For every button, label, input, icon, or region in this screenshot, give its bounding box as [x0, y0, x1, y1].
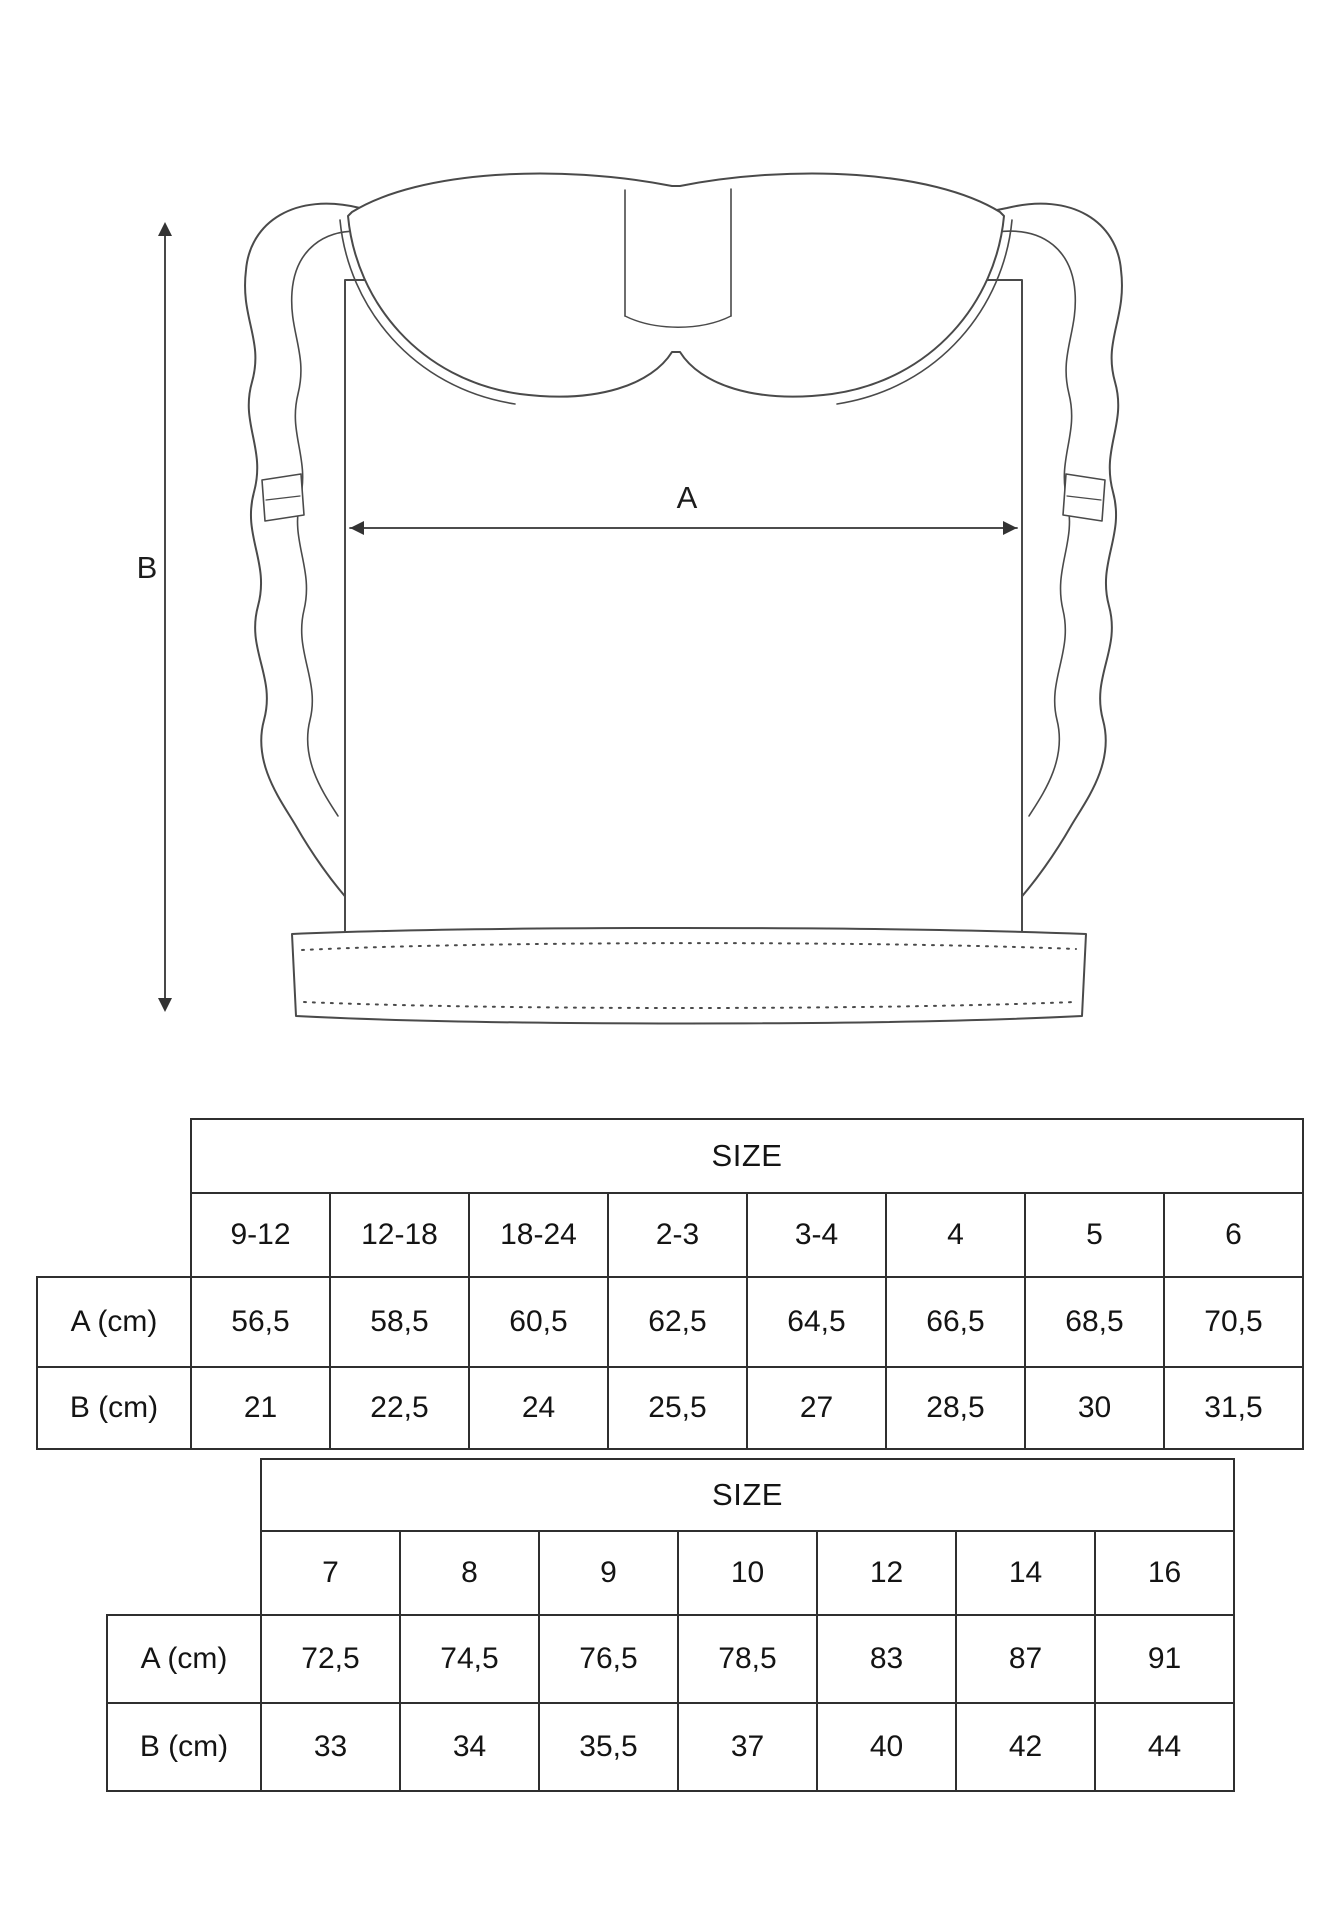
height-arrowhead-bottom — [158, 998, 172, 1012]
table2-size-label: 12 — [816, 1530, 957, 1616]
height-dimension-label: B — [137, 550, 158, 585]
empty-cell — [107, 1459, 261, 1531]
value-cell: 74,5 — [399, 1614, 540, 1704]
right-side-tab-line — [1066, 495, 1102, 501]
value-cell: 24 — [468, 1366, 609, 1450]
collar-right-underlayer-line — [836, 219, 1013, 405]
value-cell: 64,5 — [746, 1276, 887, 1368]
size-table-1: SIZE 9-12 12-18 18-24 2-3 3-4 4 5 6 A (c… — [36, 1118, 1304, 1450]
table1-size-header: SIZE — [190, 1118, 1304, 1194]
value-cell: 33 — [260, 1702, 401, 1792]
value-cell: 87 — [955, 1614, 1096, 1704]
table2-row-b-label: B (cm) — [106, 1702, 262, 1792]
table2-row-b: B (cm) 33 34 35,5 37 40 42 44 — [106, 1702, 1235, 1792]
value-cell: 37 — [677, 1702, 818, 1792]
value-cell: 44 — [1094, 1702, 1235, 1792]
value-cell: 34 — [399, 1702, 540, 1792]
value-cell: 68,5 — [1024, 1276, 1165, 1368]
value-cell: 76,5 — [538, 1614, 679, 1704]
table1-size-label: 6 — [1163, 1192, 1304, 1278]
neckline-curve — [624, 315, 732, 328]
empty-cell — [37, 1119, 191, 1193]
value-cell: 83 — [816, 1614, 957, 1704]
value-cell: 42 — [955, 1702, 1096, 1792]
value-cell: 60,5 — [468, 1276, 609, 1368]
width-arrowhead-left — [350, 521, 364, 535]
table2-size-header: SIZE — [260, 1458, 1235, 1532]
table1-row-a: A (cm) 56,5 58,5 60,5 62,5 64,5 66,5 68,… — [36, 1276, 1304, 1368]
value-cell: 72,5 — [260, 1614, 401, 1704]
table2-row-a: A (cm) 72,5 74,5 76,5 78,5 83 87 91 — [106, 1614, 1235, 1704]
table2-sizes-row: 7 8 9 10 12 14 16 — [107, 1530, 1235, 1616]
value-cell: 35,5 — [538, 1702, 679, 1792]
value-cell: 31,5 — [1163, 1366, 1304, 1450]
table2-row-a-label: A (cm) — [106, 1614, 262, 1704]
value-cell: 30 — [1024, 1366, 1165, 1450]
height-arrowhead-top — [158, 222, 172, 236]
width-arrowhead-right — [1003, 521, 1017, 535]
hem-band — [291, 927, 1087, 1025]
collar-left-underlayer-line — [339, 219, 516, 405]
bodice — [344, 279, 1023, 937]
value-cell: 66,5 — [885, 1276, 1026, 1368]
table1-size-label: 4 — [885, 1192, 1026, 1278]
value-cell: 27 — [746, 1366, 887, 1450]
value-cell: 22,5 — [329, 1366, 470, 1450]
table1-size-label: 18-24 — [468, 1192, 609, 1278]
empty-cell — [107, 1531, 261, 1615]
width-dimension-label: A — [677, 480, 698, 515]
garment-technical-drawing: A B — [137, 172, 1123, 1025]
table1-sizes-row: 9-12 12-18 18-24 2-3 3-4 4 5 6 — [37, 1192, 1304, 1278]
value-cell: 70,5 — [1163, 1276, 1304, 1368]
table1-row-b: B (cm) 21 22,5 24 25,5 27 28,5 30 31,5 — [36, 1366, 1304, 1450]
table2-size-label: 7 — [260, 1530, 401, 1616]
value-cell: 78,5 — [677, 1614, 818, 1704]
value-cell: 56,5 — [190, 1276, 331, 1368]
value-cell: 62,5 — [607, 1276, 748, 1368]
table1-row-b-label: B (cm) — [36, 1366, 192, 1450]
value-cell: 25,5 — [607, 1366, 748, 1450]
table1-size-label: 2-3 — [607, 1192, 748, 1278]
table1-size-label: 12-18 — [329, 1192, 470, 1278]
table1-row-a-label: A (cm) — [36, 1276, 192, 1368]
hem-bottom-stitch-line — [303, 1001, 1075, 1009]
table2-size-label: 8 — [399, 1530, 540, 1616]
table2-header-row: SIZE — [107, 1458, 1235, 1532]
value-cell: 21 — [190, 1366, 331, 1450]
value-cell: 40 — [816, 1702, 957, 1792]
value-cell: 28,5 — [885, 1366, 1026, 1450]
table2-size-label: 9 — [538, 1530, 679, 1616]
table1-header-row: SIZE — [37, 1118, 1304, 1194]
left-side-tab-line — [265, 495, 301, 501]
empty-cell — [37, 1193, 191, 1277]
hem-top-stitch-line — [301, 942, 1077, 951]
peter-pan-collar — [347, 172, 1005, 398]
value-cell: 58,5 — [329, 1276, 470, 1368]
table1-size-label: 9-12 — [190, 1192, 331, 1278]
size-table-2: SIZE 7 8 9 10 12 14 16 A (cm) 72,5 74,5 … — [106, 1458, 1235, 1792]
table1-size-label: 3-4 — [746, 1192, 887, 1278]
table1-size-label: 5 — [1024, 1192, 1165, 1278]
table2-size-label: 14 — [955, 1530, 1096, 1616]
table2-size-label: 16 — [1094, 1530, 1235, 1616]
table2-size-label: 10 — [677, 1530, 818, 1616]
value-cell: 91 — [1094, 1614, 1235, 1704]
